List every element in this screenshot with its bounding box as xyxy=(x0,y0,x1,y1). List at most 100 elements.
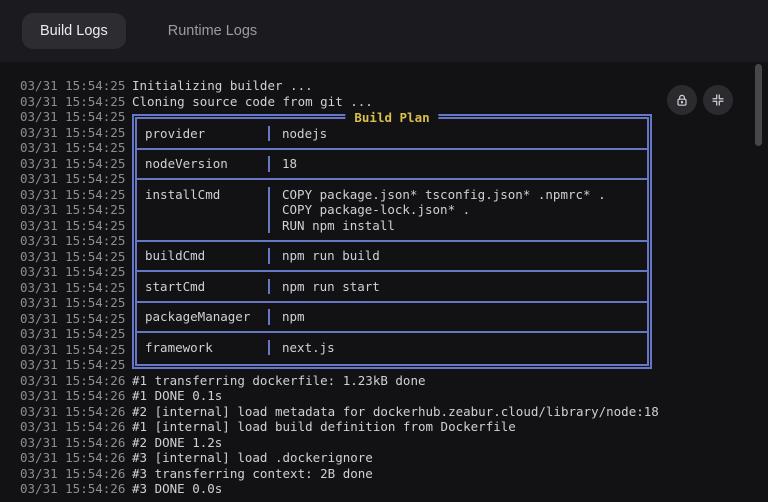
log-timestamp: 03/31 15:54:26 xyxy=(20,403,126,419)
collapse-icon xyxy=(710,92,726,108)
log-line: 03/31 15:54:25 Initializing builder ... xyxy=(20,78,768,94)
log-line: 03/31 15:54:25 xyxy=(20,109,768,125)
log-line: 03/31 15:54:26 #3 transferring context: … xyxy=(20,466,768,482)
log-message: #1 DONE 0.1s xyxy=(132,388,223,403)
log-line: 03/31 15:54:25 xyxy=(20,357,768,373)
log-message: #1 [internal] load build definition from… xyxy=(132,419,516,434)
log-timestamp: 03/31 15:54:26 xyxy=(20,481,126,496)
log-timestamp: 03/31 15:54:25 xyxy=(20,233,126,248)
build-plan-key: nodeVersion xyxy=(145,156,228,171)
log-actions xyxy=(667,85,733,115)
log-box-timestamps: 03/31 15:54:25 03/31 15:54:25 03/31 15:5… xyxy=(20,109,768,373)
log-line: 03/31 15:54:25 xyxy=(20,187,768,203)
log-timestamp: 03/31 15:54:25 xyxy=(20,217,126,233)
log-line: 03/31 15:54:25 xyxy=(20,233,768,249)
log-line: 03/31 15:54:26 #1 [internal] load build … xyxy=(20,419,768,435)
log-timestamp: 03/31 15:54:25 xyxy=(20,124,126,140)
log-message: #3 transferring context: 2B done xyxy=(132,465,373,481)
log-message: #2 DONE 1.2s xyxy=(132,434,223,450)
build-plan-value: nodejs xyxy=(282,125,328,141)
log-timestamp: 03/31 15:54:25 xyxy=(20,109,126,124)
build-plan-column-separator xyxy=(268,125,270,141)
log-line: 03/31 15:54:25 xyxy=(20,218,768,234)
tab-runtime-logs[interactable]: Runtime Logs xyxy=(150,13,275,49)
log-line: 03/31 15:54:26 #1 DONE 0.1s xyxy=(20,388,768,404)
log-line: 03/31 15:54:25 xyxy=(20,264,768,280)
build-plan-column-separator xyxy=(268,309,270,325)
build-plan-key: framework xyxy=(145,339,213,355)
build-plan-row: nodeVersion 18 xyxy=(137,147,647,179)
build-plan-column-separator xyxy=(268,186,270,233)
log-timestamp: 03/31 15:54:25 xyxy=(20,140,126,155)
log-timestamp: 03/31 15:54:25 xyxy=(20,78,126,93)
log-line: 03/31 15:54:25 xyxy=(20,125,768,141)
build-plan-row: packageManager npm xyxy=(137,300,647,332)
build-log-panel: 03/31 15:54:25 Initializing builder ... … xyxy=(0,62,768,502)
log-line: 03/31 15:54:25 xyxy=(20,295,768,311)
log-timestamp: 03/31 15:54:25 xyxy=(20,186,126,202)
log-line: 03/31 15:54:25 xyxy=(20,202,768,218)
log-line: 03/31 15:54:25 xyxy=(20,326,768,342)
log-line: 03/31 15:54:26 #3 [internal] load .docke… xyxy=(20,450,768,466)
log-timestamp: 03/31 15:54:25 xyxy=(20,248,126,264)
log-line: 03/31 15:54:26 #3 DONE 0.0s xyxy=(20,481,768,497)
collapse-button[interactable] xyxy=(703,85,733,115)
log-line: 03/31 15:54:25 xyxy=(20,342,768,358)
lock-icon xyxy=(674,92,690,108)
log-message: Cloning source code from git ... xyxy=(132,93,373,109)
build-plan-region: 03/31 15:54:25 03/31 15:54:25 03/31 15:5… xyxy=(20,109,768,373)
log-pre-lines: 03/31 15:54:25 Initializing builder ... … xyxy=(20,78,768,109)
log-message: #1 transferring dockerfile: 1.23kB done xyxy=(132,372,426,388)
build-plan-key: packageManager xyxy=(145,309,251,324)
log-timestamp: 03/31 15:54:26 xyxy=(20,419,126,434)
log-line: 03/31 15:54:25 xyxy=(20,280,768,296)
build-plan-row: installCmd COPY package.json* tsconfig.j… xyxy=(137,178,647,240)
log-line: 03/31 15:54:25 xyxy=(20,171,768,187)
log-timestamp: 03/31 15:54:26 xyxy=(20,388,126,403)
tab-bar: Build Logs Runtime Logs xyxy=(0,0,768,62)
build-plan-value: npm run build xyxy=(282,248,380,263)
log-timestamp: 03/31 15:54:25 xyxy=(20,171,126,186)
log-timestamp: 03/31 15:54:25 xyxy=(20,326,126,341)
log-line: 03/31 15:54:25 Cloning source code from … xyxy=(20,94,768,110)
scrollbar-thumb[interactable] xyxy=(755,64,762,146)
build-plan-key: buildCmd xyxy=(145,248,206,263)
log-line: 03/31 15:54:25 xyxy=(20,140,768,156)
build-plan-column-separator xyxy=(268,339,270,355)
log-message: Initializing builder ... xyxy=(132,78,313,93)
log-timestamp: 03/31 15:54:26 xyxy=(20,372,126,388)
build-plan-column-separator xyxy=(268,248,270,264)
build-plan-row: provider nodejs xyxy=(137,119,647,148)
build-plan-value: next.js xyxy=(282,339,335,355)
log-timestamp: 03/31 15:54:25 xyxy=(20,155,126,171)
log-line: 03/31 15:54:25 xyxy=(20,311,768,327)
log-timestamp: 03/31 15:54:25 xyxy=(20,341,126,357)
log-timestamp: 03/31 15:54:25 xyxy=(20,202,126,217)
log-message: #3 DONE 0.0s xyxy=(132,481,223,496)
build-plan-value: COPY package.json* tsconfig.json* .npmrc… xyxy=(282,186,606,233)
build-plan-value: npm run start xyxy=(282,278,380,294)
log-timestamp: 03/31 15:54:25 xyxy=(20,264,126,279)
lock-button[interactable] xyxy=(667,85,697,115)
log-line: 03/31 15:54:26 #2 DONE 1.2s xyxy=(20,435,768,451)
build-plan-key: installCmd xyxy=(145,186,221,202)
build-plan-title: Build Plan xyxy=(345,110,439,126)
log-timestamp: 03/31 15:54:26 xyxy=(20,434,126,450)
log-timestamp: 03/31 15:54:25 xyxy=(20,279,126,295)
build-plan-column-separator xyxy=(268,156,270,172)
build-plan-rows: provider nodejs nodeVersion 18 installCm… xyxy=(137,119,647,364)
build-plan-value: 18 xyxy=(282,156,298,171)
tab-build-logs[interactable]: Build Logs xyxy=(22,13,126,49)
build-plan-column-separator xyxy=(268,278,270,294)
log-timestamp: 03/31 15:54:26 xyxy=(20,450,126,465)
build-plan-key: provider xyxy=(145,125,206,141)
log-message: #3 [internal] load .dockerignore xyxy=(132,450,373,465)
log-line: 03/31 15:54:26 #2 [internal] load metada… xyxy=(20,404,768,420)
log-timestamp: 03/31 15:54:25 xyxy=(20,310,126,326)
log-line: 03/31 15:54:25 xyxy=(20,156,768,172)
build-plan-key: startCmd xyxy=(145,278,206,294)
log-line: 03/31 15:54:26 #1 transferring dockerfil… xyxy=(20,373,768,389)
log-message: #2 [internal] load metadata for dockerhu… xyxy=(132,403,659,419)
log-post-lines: 03/31 15:54:26 #1 transferring dockerfil… xyxy=(20,373,768,497)
log-timestamp: 03/31 15:54:25 xyxy=(20,295,126,310)
